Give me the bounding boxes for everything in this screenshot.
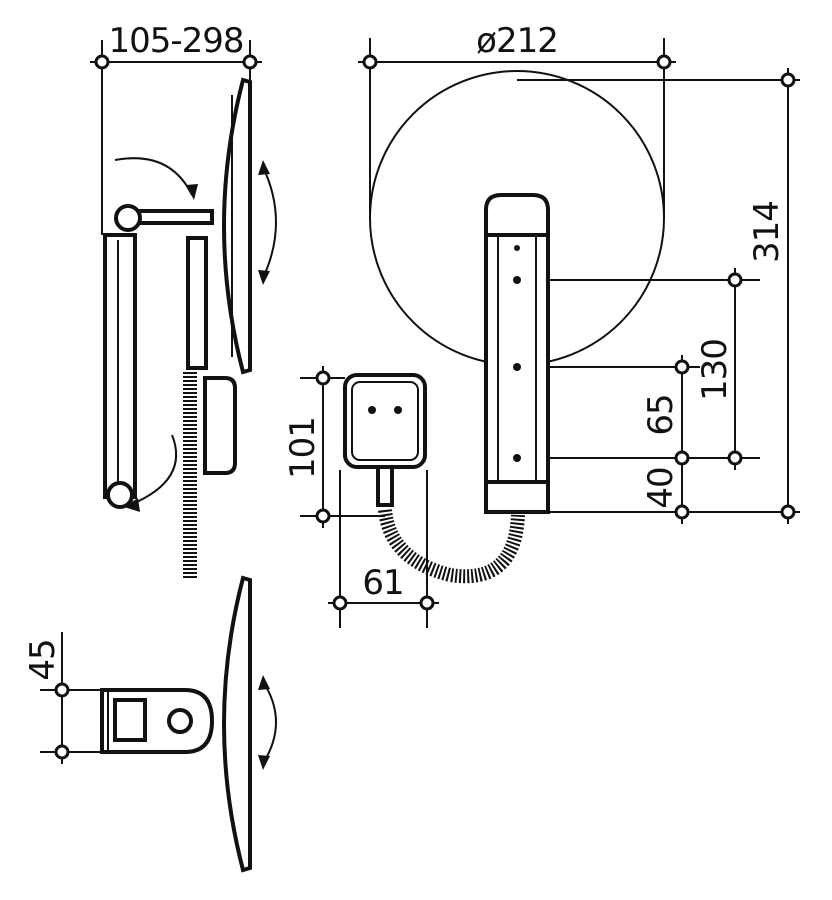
mount-hole [513,276,521,284]
dimension-61-label: 61 [362,563,403,603]
dimension-point [674,359,690,375]
dimension-130-label: 130 [695,339,735,401]
side-plug [203,376,237,475]
dimension-40-label: 40 [641,467,681,508]
front-view: ø212 314 130 65 40 [283,21,800,628]
dimension-point [780,72,796,88]
cable-sleeve [186,236,208,370]
bar-top-cap [484,193,550,237]
dimension-point [315,508,331,524]
dimension-point [674,504,690,520]
arm-pivot [114,204,142,232]
bracket-pivot [167,708,193,734]
dimension-point [362,54,378,70]
dimension-point [674,450,690,466]
dimension-point [727,272,743,288]
plug-pin [368,406,376,414]
mirror-side-profile [222,77,252,375]
tilt-arrow-bottom [261,679,277,766]
dimension-point [94,54,110,70]
dimension-point [54,744,70,760]
arrow-head [258,675,270,690]
plug-inner [351,381,419,461]
bracket-block [113,698,147,742]
dimension-101-label: 101 [283,417,323,479]
dimension-point [315,370,331,386]
dimension-point [54,682,70,698]
arrow-head [258,755,270,770]
arrow-head [258,270,270,285]
mirror-top-profile [222,575,252,873]
arrow-head [186,184,198,200]
wall-plug [343,373,427,469]
wall-tube [103,233,137,499]
top-view: 45 [23,575,277,873]
mount-hole [513,454,521,462]
dimension-point [780,504,796,520]
dimension-point [656,54,672,70]
arrow-head [124,498,140,512]
side-view: 105-298 [90,21,277,580]
wall-bar [484,228,550,487]
plug-neck [376,465,394,507]
mount-hole [513,363,521,371]
bar-bottom-block [484,480,550,514]
swing-arm [133,209,214,225]
coiled-cord-front [378,509,525,584]
dimension-diameter-label: ø212 [476,21,558,61]
rotation-arrow-top [114,157,193,196]
dimension-height-label: 314 [747,201,787,263]
dimension-point [419,595,435,611]
tube-pivot [106,481,134,509]
plug-pin [394,406,402,414]
dimension-reach-label: 105-298 [108,21,243,61]
dimension-point [242,54,258,70]
tilt-arrow [261,164,277,281]
dimension-point [727,450,743,466]
arrow-head [258,160,270,175]
mount-hole [514,245,520,251]
dimension-point [332,595,348,611]
rotation-arrow-bottom [129,434,178,506]
dimension-45-label: 45 [23,639,63,680]
dimension-65-label: 65 [641,394,681,435]
